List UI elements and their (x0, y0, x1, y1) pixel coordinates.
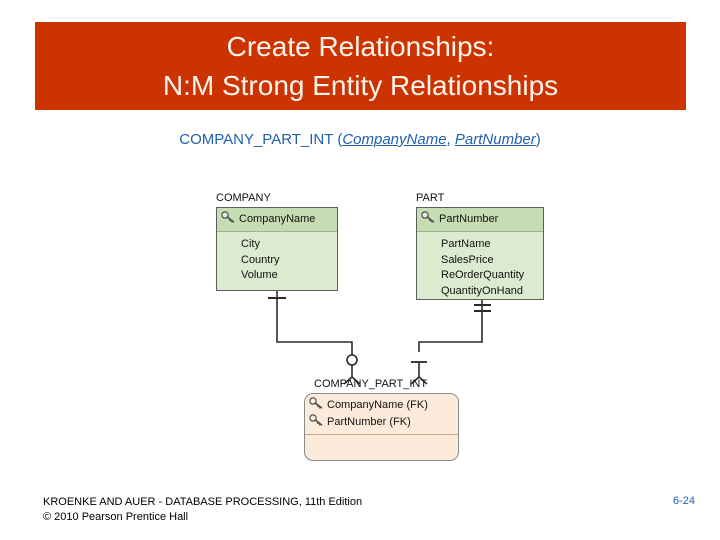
slide-title-line-2: N:M Strong Entity Relationships (162, 70, 559, 101)
relation-table-name: COMPANY_PART_INT ( (179, 131, 343, 148)
entity-box-company-part-int[interactable]: CompanyName (FK) PartNumber (FK) (304, 393, 459, 461)
entity-part-key-label: PartNumber (439, 213, 499, 225)
entity-int-key-label-company: CompanyName (FK) (327, 399, 428, 411)
crows-foot-company-side (343, 365, 361, 385)
entity-label-company-part-int: COMPANY_PART_INT (314, 378, 428, 390)
footer-line-1: KROENKE AND AUER - DATABASE PROCESSING, … (43, 496, 363, 508)
entity-int-key-label-part: PartNumber (FK) (327, 416, 411, 428)
entity-box-part[interactable]: PartNumber PartName SalesPrice ReOrderQu… (416, 207, 544, 300)
entity-part-attr-section: PartName SalesPrice ReOrderQuantity Quan… (417, 232, 543, 304)
entity-company-key-row: CompanyName (221, 211, 332, 228)
entity-part-key-section: PartNumber (417, 208, 543, 232)
relation-separator: , (446, 131, 455, 148)
entity-int-key-row-part: PartNumber (FK) (309, 414, 453, 431)
slide-title-line-1: Create Relationships: (226, 31, 495, 62)
page-number: 6-24 (672, 495, 695, 507)
slide-title-banner: Create Relationships: N:M Strong Entity … (35, 22, 686, 110)
entity-part-attr-reorderquantity: ReOrderQuantity (441, 269, 525, 281)
entity-company-key-label: CompanyName (239, 213, 316, 225)
entity-label-company: COMPANY (216, 192, 271, 204)
key-icon (421, 211, 436, 228)
entity-int-key-section: CompanyName (FK) PartNumber (FK) (305, 394, 458, 435)
entity-company-attr-city: City (241, 238, 260, 250)
relation-key-partnumber: PartNumber (454, 131, 536, 148)
entity-int-key-row-company: CompanyName (FK) (309, 397, 453, 414)
entity-part-attr-partname: PartName (441, 238, 491, 250)
key-icon (309, 414, 324, 431)
key-icon (309, 397, 324, 414)
entity-int-attr-section (305, 435, 458, 457)
entity-company-key-section: CompanyName (217, 208, 337, 232)
relation-definition: COMPANY_PART_INT (CompanyName, PartNumbe… (0, 131, 720, 148)
relation-key-companyname: CompanyName (342, 131, 447, 148)
footer-line-2: © 2010 Pearson Prentice Hall (43, 511, 189, 523)
entity-box-company[interactable]: CompanyName City Country Volume (216, 207, 338, 291)
entity-label-part: PART (416, 192, 445, 204)
entity-company-attr-volume: Volume (241, 269, 278, 281)
connector-part-to-int (410, 300, 491, 385)
cardinality-zero-circle (346, 354, 358, 366)
connector-company-to-int (268, 291, 361, 385)
entity-part-attr-salesprice: SalesPrice (441, 253, 494, 266)
entity-company-attr-country: Country (241, 253, 280, 266)
footer: KROENKE AND AUER - DATABASE PROCESSING, … (43, 495, 362, 525)
entity-company-attr-section: City Country Volume (217, 232, 337, 289)
entity-part-key-row: PartNumber (421, 211, 538, 228)
relation-close-paren: ) (535, 131, 541, 148)
entity-part-attr-quantityonhand: QuantityOnHand (441, 284, 523, 297)
crows-foot-part-side (410, 362, 428, 385)
key-icon (221, 211, 236, 228)
